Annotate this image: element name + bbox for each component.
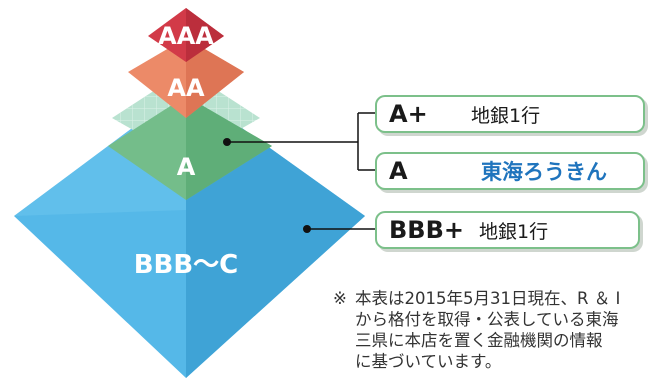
callout-entity: 地銀1行 — [471, 104, 541, 127]
tier-label-aaa: AAA — [158, 22, 214, 50]
tier-label-bbb-c: BBB〜C — [133, 250, 239, 280]
callout-entity: 地銀1行 — [479, 220, 549, 243]
tier-label-aa: AA — [167, 74, 205, 102]
footnote-line: に基づいています。 — [355, 352, 502, 371]
connector-a-group — [223, 112, 380, 171]
footnote-line: から格付を取得・公表している東海 — [355, 310, 619, 329]
callout-grade: A — [389, 157, 408, 185]
tier-aa-shape — [128, 38, 244, 118]
callout-entity-highlight: 東海ろうきん — [481, 160, 607, 184]
footnote: ※ 本表は2015年5月31日現在、R ＆ I から格付を取得・公表している東海… — [333, 288, 651, 372]
tier-label-a: A — [176, 153, 196, 181]
callout-bbb-plus: BBB+ 地銀1行 — [375, 211, 640, 249]
footnote-line: 三県に本店を置く金融機関の情報 — [355, 331, 603, 350]
callout-a-plus: A+ 地銀1行 — [375, 95, 645, 133]
footnote-line: 本表は2015年5月31日現在、R ＆ I — [355, 289, 621, 308]
tier-a-shape — [108, 96, 272, 200]
callout-a: A 東海ろうきん — [375, 152, 645, 190]
tier-aaa-shape — [148, 8, 224, 62]
connector-bbb — [303, 225, 380, 233]
footnote-mark: ※ — [333, 289, 347, 308]
callout-grade: A+ — [389, 100, 428, 128]
callout-grade: BBB+ — [389, 216, 464, 244]
